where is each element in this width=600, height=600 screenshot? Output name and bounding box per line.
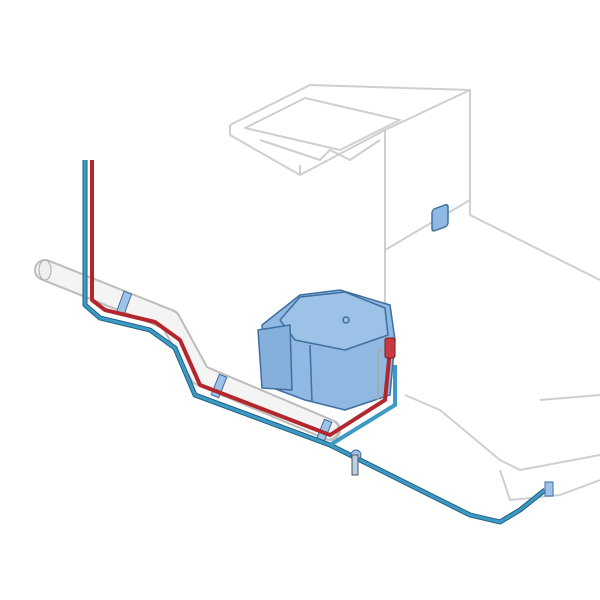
control-panel bbox=[431, 204, 449, 232]
duct-end bbox=[38, 259, 52, 281]
hot-pipe bbox=[90, 160, 392, 437]
pipe-connector bbox=[384, 337, 396, 359]
valve bbox=[350, 449, 362, 476]
exhaust-pipe bbox=[377, 347, 383, 400]
cabinet-outline bbox=[229, 84, 600, 501]
cold-pipe-riser bbox=[328, 365, 397, 447]
pipe-coupling bbox=[544, 481, 554, 497]
heater-unit bbox=[257, 289, 396, 411]
logo-mark bbox=[342, 316, 350, 324]
